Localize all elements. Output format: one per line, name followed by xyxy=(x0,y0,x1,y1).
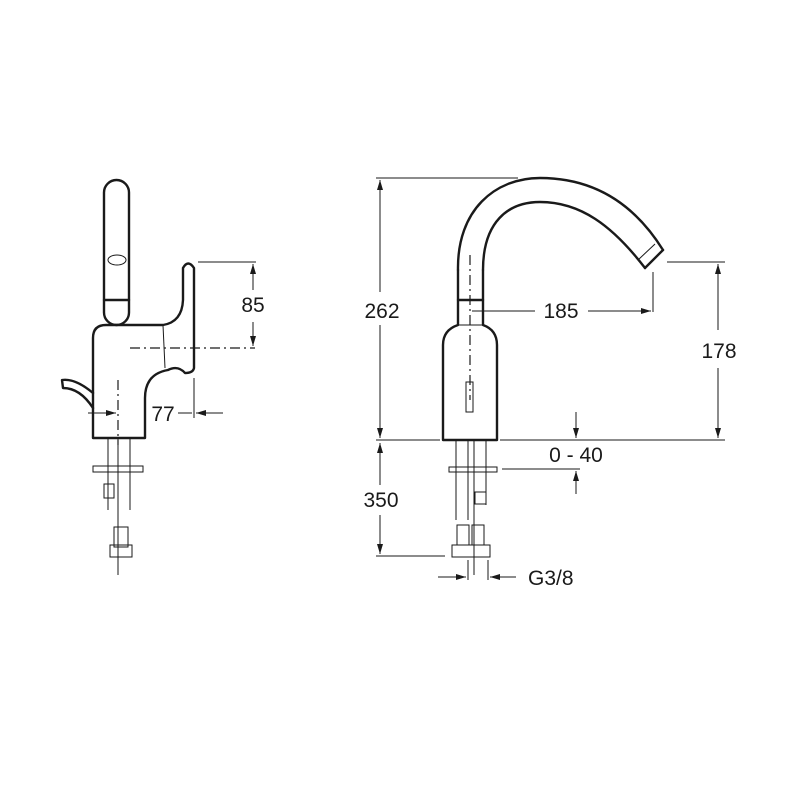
dim-lever-reach: 77 xyxy=(151,403,174,426)
front-plumbing xyxy=(448,440,498,575)
dim-lever-height: 85 xyxy=(241,294,264,317)
dim-connection: G3/8 xyxy=(528,567,574,590)
front-view-faucet: 262 185 178 0 - 40 350 G3/8 xyxy=(363,176,737,590)
aerator xyxy=(107,254,127,266)
faucet-body xyxy=(441,268,499,442)
dim-spout-height: 178 xyxy=(701,340,736,363)
spout-inner xyxy=(481,200,647,272)
side-plumbing xyxy=(92,438,144,575)
dim-hose-length: 350 xyxy=(363,489,398,512)
dim-spout-reach: 185 xyxy=(543,300,578,323)
dim-total-height: 262 xyxy=(364,300,399,323)
spout-outer xyxy=(456,176,665,272)
hose-lever xyxy=(60,378,95,410)
faucet-body xyxy=(91,262,196,440)
spout-tube xyxy=(102,178,131,327)
dim-deck-thickness: 0 - 40 xyxy=(549,444,603,467)
side-view-faucet: 85 77 xyxy=(60,178,265,575)
